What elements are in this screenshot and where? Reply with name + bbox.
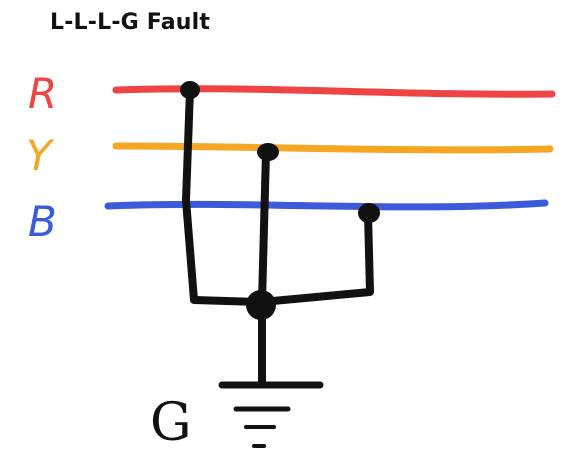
phase-line-r [112, 85, 556, 98]
fault-wire-r [182, 86, 262, 306]
contact-point-b [358, 203, 380, 223]
phase-label-b: B [28, 197, 57, 246]
ground-symbol [218, 381, 324, 448]
phase-line-b [104, 199, 549, 211]
junction-node [246, 290, 276, 320]
diagram-title: L-L-L-G Fault [50, 10, 211, 35]
ground-label: G [150, 393, 192, 453]
phase-label-y: Y [26, 131, 55, 180]
contact-point-y [257, 143, 279, 161]
phase-label-r: R [28, 69, 57, 118]
contact-point-r [180, 81, 200, 99]
fault-wire-y [258, 148, 270, 306]
fault-wire-b [258, 210, 374, 306]
phase-line-y [112, 142, 554, 154]
